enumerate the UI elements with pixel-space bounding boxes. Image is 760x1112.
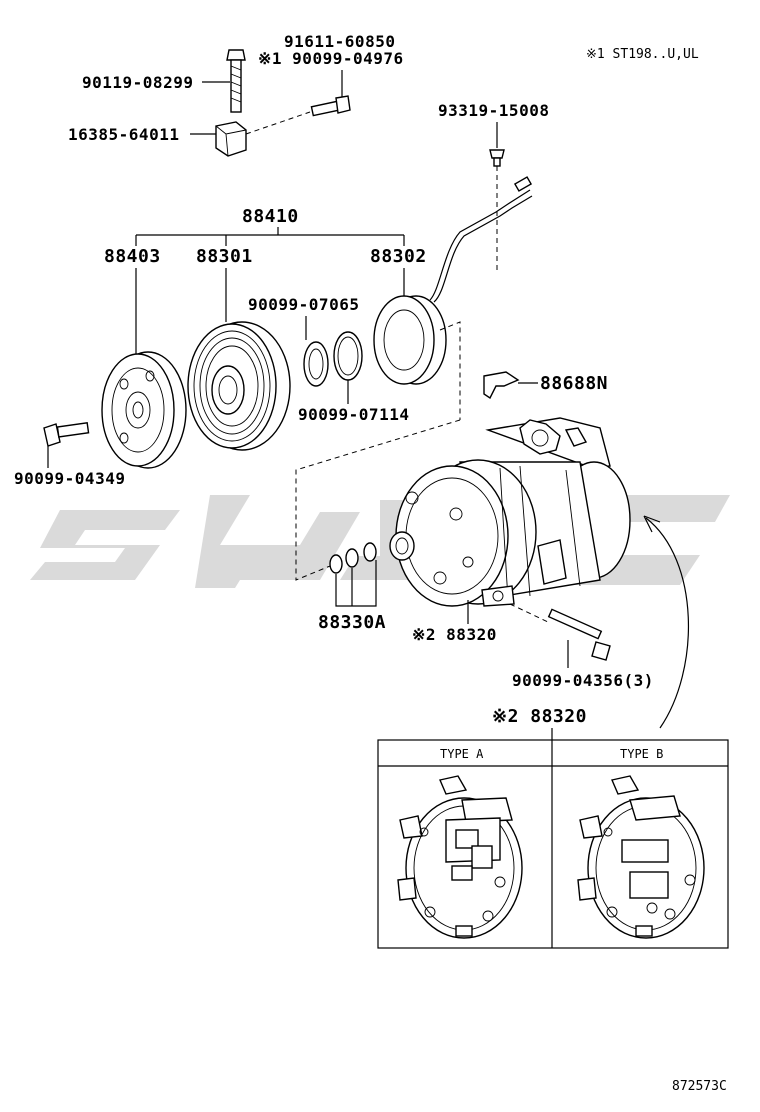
field-coil-icon (373, 176, 533, 385)
snap-ring-icon (303, 341, 329, 387)
type-a-compressor-icon (397, 775, 523, 939)
ring-icon (333, 331, 363, 381)
label-90099-04976: ※1 90099-04976 (258, 49, 404, 68)
label-90099-04356: 90099-04356(3) (512, 671, 654, 690)
type-b-compressor-icon (577, 775, 705, 939)
hub-bolt-icon (43, 422, 90, 447)
type-b-label: TYPE B (620, 747, 663, 761)
label-16385-64011: 16385-64011 (68, 125, 179, 144)
label-88320-box: ※2 88320 (492, 706, 587, 727)
type-a-label: TYPE A (440, 747, 484, 761)
label-88301: 88301 (196, 246, 253, 267)
clip-icon (215, 121, 247, 157)
label-88320: ※2 88320 (412, 625, 497, 644)
note-top-right: ※1 ST198..U,UL (586, 47, 699, 62)
label-93319-15008: 93319-15008 (438, 101, 549, 120)
label-88688N: 88688N (540, 373, 608, 394)
bolt-horizontal-icon (310, 95, 351, 117)
label-90099-07114: 90099-07114 (298, 405, 409, 424)
label-90099-04349: 90099-04349 (14, 469, 125, 488)
label-90099-07065: 90099-07065 (248, 295, 359, 314)
clutch-hub-icon (101, 351, 187, 469)
long-bolt-icon (547, 608, 611, 661)
label-88330A: 88330A (318, 612, 386, 633)
shim-icon (329, 542, 377, 574)
label-91611-60850: 91611-60850 (284, 32, 395, 51)
label-88403: 88403 (104, 246, 161, 267)
reference-code: 872573C (672, 1079, 727, 1094)
screw-icon (489, 149, 505, 167)
bracket-icon (483, 371, 520, 400)
label-88410: 88410 (242, 206, 299, 227)
pulley-icon (187, 321, 291, 451)
bolt-vertical-icon (226, 49, 246, 113)
label-90119-08299: 90119-08299 (82, 73, 193, 92)
compressor-icon (389, 417, 631, 607)
label-88302: 88302 (370, 246, 427, 267)
